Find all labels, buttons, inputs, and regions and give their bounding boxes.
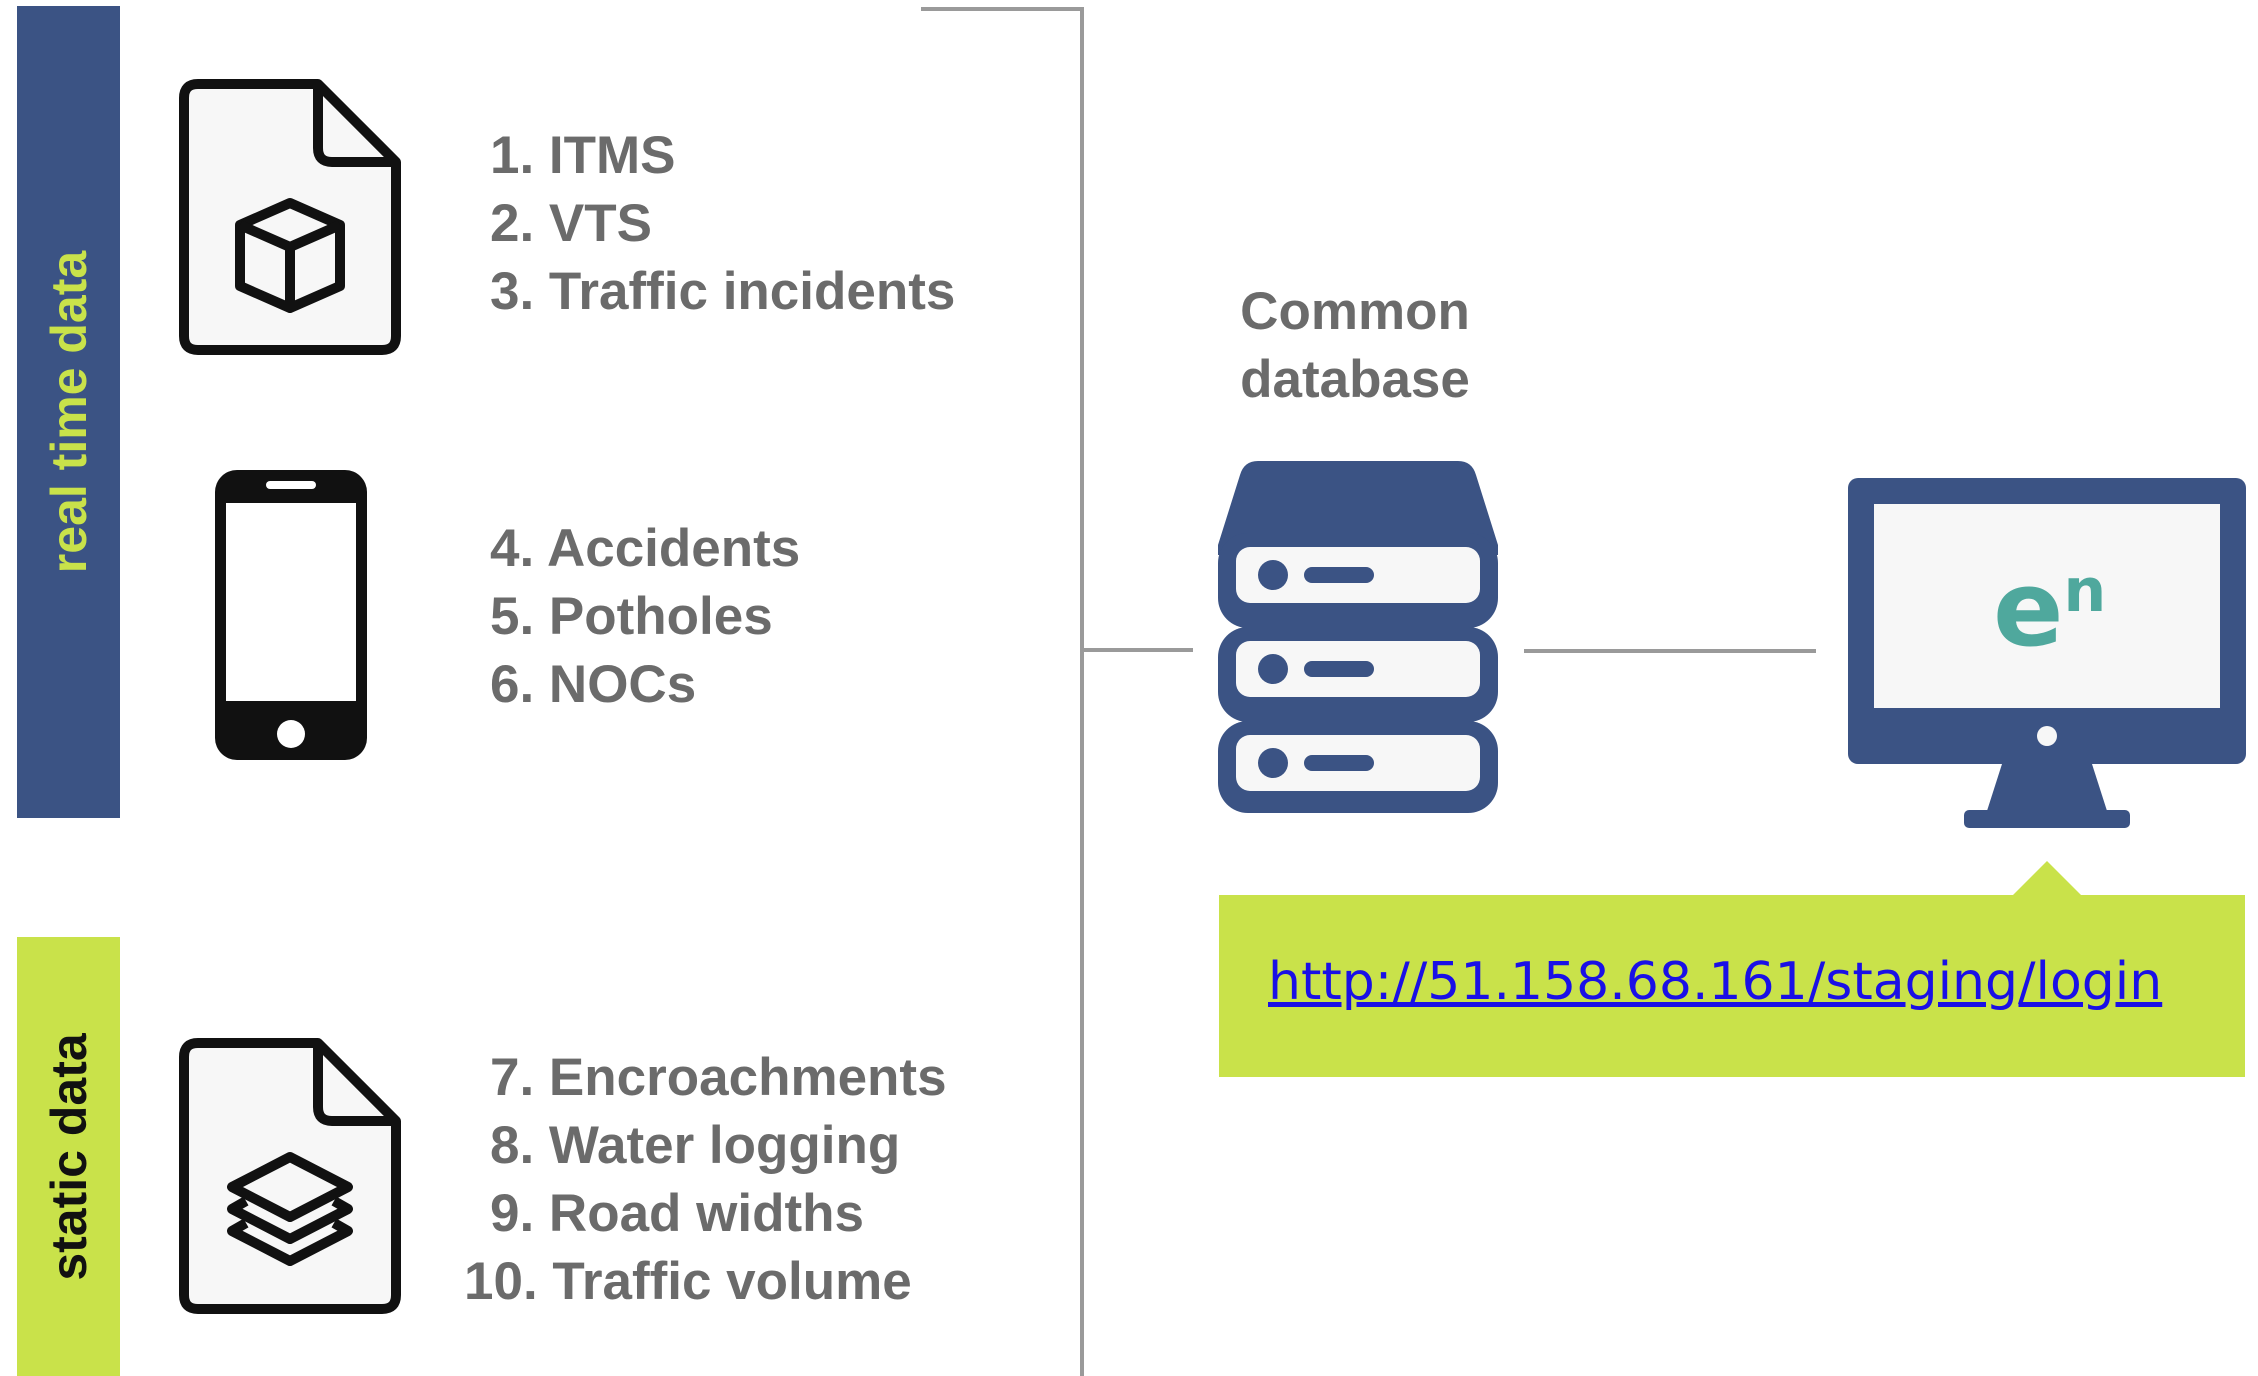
list-item: 1. ITMS: [490, 126, 676, 185]
list-item: 6. NOCs: [490, 655, 697, 714]
staging-login-link[interactable]: http://51.158.68.161/staging/login: [1268, 952, 2163, 1012]
realtime-list-1: 1. ITMS 2. VTS 3. Traffic incidents: [490, 122, 955, 326]
smartphone-icon: [215, 470, 367, 760]
callout-pointer: [2012, 861, 2082, 896]
list-item: 10. Traffic volume: [464, 1252, 912, 1311]
layers-document-icon: [179, 1038, 401, 1314]
realtime-band: real time data: [17, 6, 120, 818]
desktop-monitor-icon: [1848, 478, 2246, 828]
list-item: 3. Traffic incidents: [490, 262, 956, 321]
static-band: static data: [17, 937, 120, 1376]
list-item: 7. Encroachments: [490, 1048, 947, 1107]
list-item: 5. Potholes: [490, 587, 773, 646]
url-callout: [1219, 895, 2245, 1077]
list-item: 9. Road widths: [490, 1184, 864, 1243]
database-server-icon: [1218, 461, 1498, 813]
cube-document-icon: [179, 79, 401, 355]
en-logo: en: [1993, 548, 2107, 670]
list-item: 4. Accidents: [490, 519, 801, 578]
list-item: 2. VTS: [490, 194, 653, 253]
database-title: Common database: [1240, 282, 1470, 409]
static-list: 7. Encroachments 8. Water logging 9. Roa…: [464, 1044, 948, 1316]
list-item: 8. Water logging: [490, 1116, 901, 1175]
realtime-list-2: 4. Accidents 5. Potholes 6. NOCs: [490, 515, 800, 719]
